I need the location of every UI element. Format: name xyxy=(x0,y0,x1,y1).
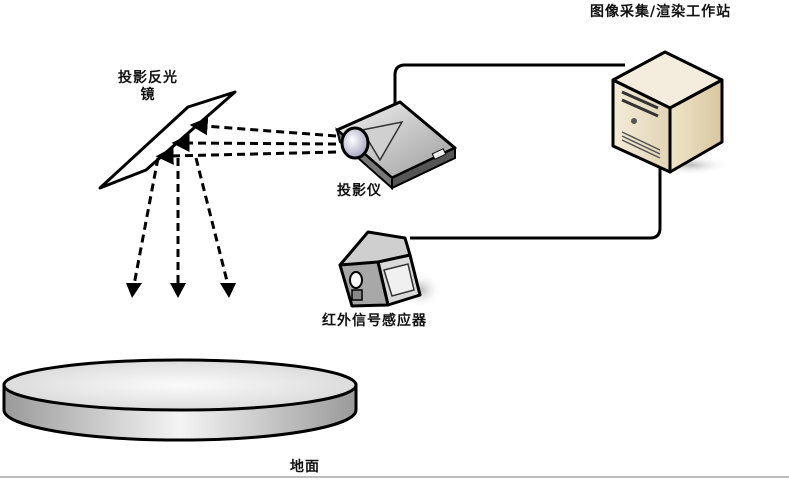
computer-tower-icon xyxy=(611,50,730,175)
projector-label: 投影仪 xyxy=(337,183,382,199)
ir-sensor-label: 红外信号感应器 xyxy=(322,313,427,329)
floor-disc-icon xyxy=(2,358,358,442)
mirror-label: 投影反光镜 xyxy=(118,70,178,103)
reflected-beams xyxy=(132,157,230,286)
projector-icon xyxy=(335,100,457,191)
ground-label: 地面 xyxy=(290,459,320,475)
bottom-divider xyxy=(0,476,789,478)
beam-arrowheads xyxy=(126,283,236,298)
projector-beams xyxy=(155,117,337,165)
cable-workstation-projector xyxy=(393,63,625,118)
cable-workstation-sensor xyxy=(410,160,662,240)
infrared-camera-icon xyxy=(338,230,442,308)
workstation-label: 图像采集/渲染工作站 xyxy=(590,4,732,20)
mirror-panel-icon xyxy=(98,90,237,190)
